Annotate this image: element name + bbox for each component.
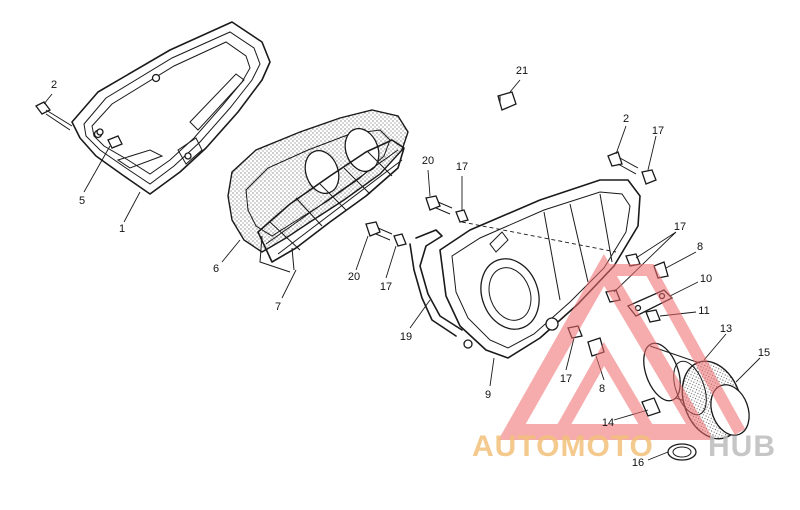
callout-labels: 2 5 1 6 7 20 17 20 17 19 9 21 2 17 17 8 … — [51, 65, 770, 469]
washer-17-right-top — [641, 169, 657, 185]
label-20-lower: 20 — [348, 271, 360, 283]
assembly-line-21 — [461, 221, 617, 253]
label-13: 13 — [720, 323, 732, 335]
label-19: 19 — [400, 331, 412, 343]
label-14: 14 — [602, 417, 614, 429]
watermark-text: AUTOMOTO HUB — [472, 430, 776, 463]
clamp-14 — [641, 397, 661, 417]
label-17-right: 17 — [674, 221, 686, 233]
label-20-upper: 20 — [422, 155, 434, 167]
label-15: 15 — [758, 347, 770, 359]
label-7: 7 — [275, 301, 281, 313]
label-6: 6 — [213, 263, 219, 275]
watermark-logo — [498, 254, 746, 440]
leader-2-right — [615, 125, 627, 155]
label-10: 10 — [700, 273, 712, 285]
label-2-right: 2 — [623, 113, 629, 125]
washer-17-middle — [393, 233, 407, 247]
label-17-right-top: 17 — [652, 125, 664, 137]
label-17-middle: 17 — [380, 281, 392, 293]
nut-11 — [645, 309, 661, 323]
clip-21 — [497, 91, 517, 111]
filter-element — [227, 109, 409, 253]
cover-frame — [71, 21, 271, 195]
nut-5 — [96, 128, 123, 149]
washer-17-upper — [455, 209, 469, 223]
leader-10 — [669, 281, 699, 297]
label-1: 1 — [119, 223, 125, 235]
leader-17-right — [613, 231, 677, 293]
ring-16 — [667, 443, 697, 461]
label-21: 21 — [516, 65, 528, 77]
watermark-automoto: AUTOMOTO — [472, 430, 654, 463]
filter-cage — [257, 139, 405, 273]
screw-2-left — [35, 101, 73, 131]
leader-8-upper — [665, 251, 697, 269]
breather-hose — [409, 229, 463, 337]
label-9: 9 — [485, 389, 491, 401]
label-11: 11 — [698, 305, 709, 317]
label-17-lower: 17 — [560, 373, 572, 385]
screw-20-lower — [365, 221, 393, 241]
label-17-upper: 17 — [456, 161, 468, 173]
leader-17-right-top — [647, 135, 657, 171]
label-8-lower: 8 — [599, 383, 605, 395]
label-5: 5 — [79, 195, 85, 207]
watermark-hub: HUB — [708, 430, 776, 463]
label-2-left: 2 — [51, 79, 57, 91]
label-8-upper: 8 — [697, 241, 703, 253]
screw-2-right — [607, 151, 639, 175]
screw-20-upper — [425, 195, 453, 215]
label-16: 16 — [632, 457, 644, 469]
